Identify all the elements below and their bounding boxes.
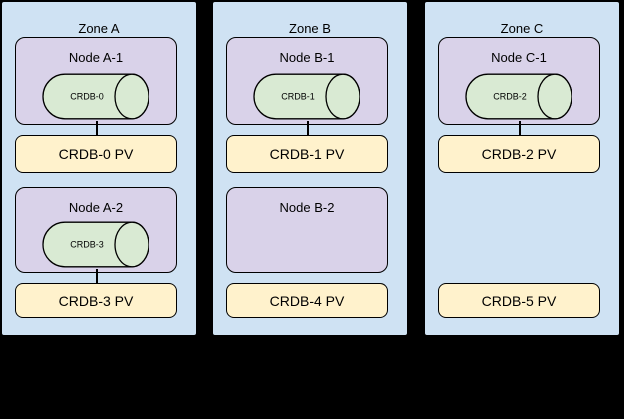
connector-b1-pv bbox=[307, 121, 309, 136]
node-c1-label: Node C-1 bbox=[491, 50, 547, 65]
disk-cylinder-crdb-1: CRDB-1 bbox=[253, 73, 360, 120]
disk-label: CRDB-1 bbox=[281, 92, 315, 102]
disk-cylinder-crdb-2: CRDB-2 bbox=[465, 73, 572, 120]
pv-crdb-0: CRDB-0 PV bbox=[15, 135, 177, 173]
zone-a: Zone A Node A-1 CRDB-0 CRDB-0 PV Node A-… bbox=[1, 1, 197, 336]
zone-c-label: Zone C bbox=[500, 21, 544, 36]
node-a1-label: Node A-1 bbox=[68, 50, 124, 65]
disk-cylinder-crdb-3: CRDB-3 bbox=[42, 221, 149, 268]
pv-crdb-4: CRDB-4 PV bbox=[226, 283, 388, 318]
zone-b-label: Zone B bbox=[289, 21, 331, 36]
node-a1: Node A-1 CRDB-0 bbox=[15, 37, 177, 125]
pv-crdb-2: CRDB-2 PV bbox=[438, 135, 600, 173]
disk-label: CRDB-3 bbox=[70, 240, 104, 250]
node-a2: Node A-2 CRDB-3 bbox=[15, 187, 177, 273]
node-a2-label: Node A-2 bbox=[68, 200, 124, 215]
node-b2-label: Node B-2 bbox=[279, 200, 335, 215]
node-c1: Node C-1 CRDB-2 bbox=[438, 37, 600, 125]
pv-crdb-1: CRDB-1 PV bbox=[226, 135, 388, 173]
zone-a-label: Zone A bbox=[78, 21, 120, 36]
connector-a1-pv bbox=[96, 121, 98, 136]
node-b1-label: Node B-1 bbox=[279, 50, 335, 65]
zone-b: Zone B Node B-1 CRDB-1 CRDB-1 PV Node B-… bbox=[212, 1, 408, 336]
disk-label: CRDB-0 bbox=[70, 92, 104, 102]
node-b1: Node B-1 CRDB-1 bbox=[226, 37, 388, 125]
connector-a2-pv bbox=[96, 269, 98, 284]
disk-cylinder-crdb-0: CRDB-0 bbox=[42, 73, 149, 120]
pv-crdb-5: CRDB-5 PV bbox=[438, 283, 600, 318]
pv-crdb-3: CRDB-3 PV bbox=[15, 283, 177, 318]
node-b2: Node B-2 bbox=[226, 187, 388, 273]
zone-c: Zone C Node C-1 CRDB-2 CRDB-2 PV CRDB-5 … bbox=[424, 1, 620, 336]
disk-label: CRDB-2 bbox=[493, 92, 527, 102]
connector-c1-pv bbox=[519, 121, 521, 136]
